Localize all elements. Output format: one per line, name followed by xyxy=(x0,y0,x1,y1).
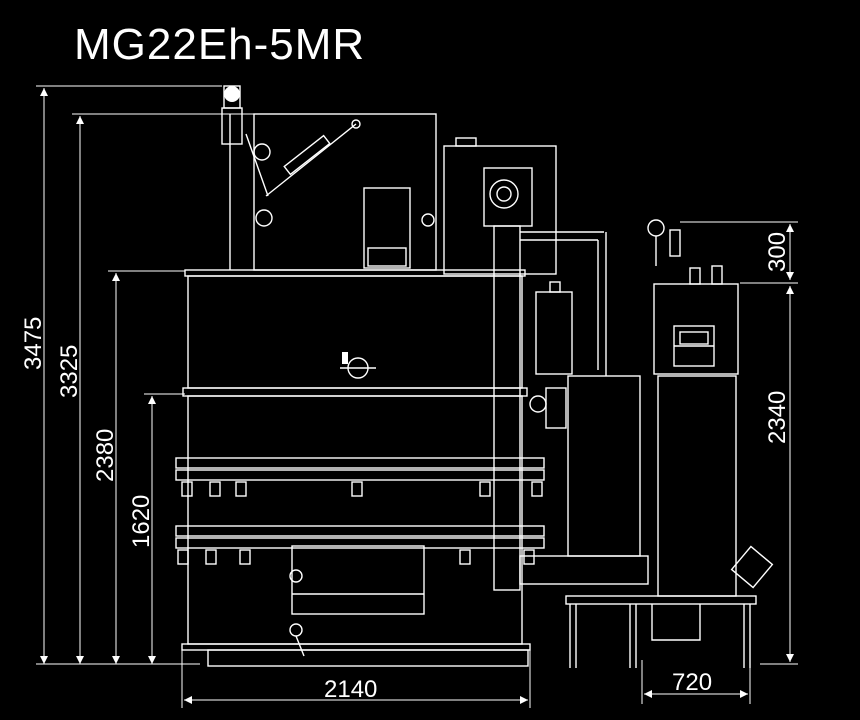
lower-box xyxy=(289,545,425,657)
dim-overall-height xyxy=(36,85,222,664)
upper-valve xyxy=(340,352,376,379)
dim-tank-top-height xyxy=(72,113,255,664)
label-overall-height: 3475 xyxy=(20,317,47,370)
dim-upper-tank-height xyxy=(108,270,185,664)
label-upper-tank-height: 2380 xyxy=(92,429,119,482)
label-side-unit-height: 2340 xyxy=(764,391,791,444)
linkage-arm xyxy=(245,119,435,227)
label-lower-tank-height: 1620 xyxy=(128,495,155,548)
side-stand xyxy=(565,595,757,668)
dim-tank-width xyxy=(181,648,531,708)
middle-unit xyxy=(519,281,649,585)
vertical-column xyxy=(493,225,607,591)
diagram-title: MG22Eh-5MR xyxy=(74,20,366,69)
lower-pipe xyxy=(175,525,545,565)
label-side-unit-width: 720 xyxy=(672,669,712,696)
dim-lower-tank-height xyxy=(144,393,185,664)
upper-machine-housing xyxy=(221,85,437,271)
motor-block xyxy=(443,137,557,275)
main-tank xyxy=(181,269,531,667)
label-side-unit-top: 300 xyxy=(764,232,791,272)
dim-side-unit-height xyxy=(740,282,798,665)
label-tank-width: 2140 xyxy=(324,676,377,703)
upper-pipe xyxy=(175,457,545,497)
label-tank-top-height: 3325 xyxy=(56,345,83,398)
dim-side-unit-top xyxy=(680,221,798,280)
side-unit xyxy=(647,219,774,597)
